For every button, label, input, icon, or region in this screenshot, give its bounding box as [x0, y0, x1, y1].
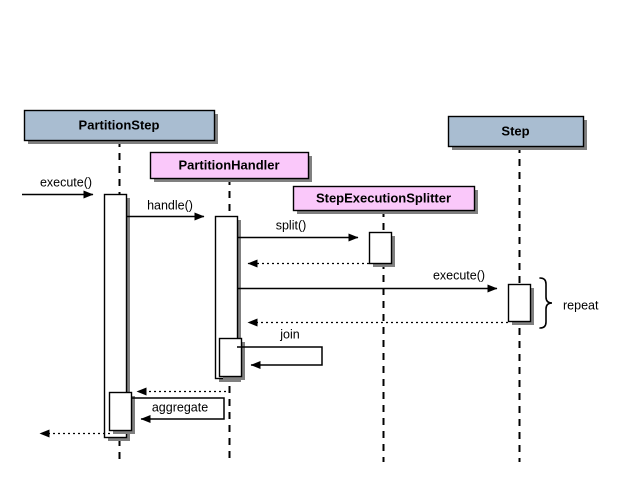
participant-label-partition-step: PartitionStep [79, 117, 160, 132]
activation-bar-act-aggregate-nested [108, 391, 133, 432]
participants-group: PartitionStepPartitionHandlerStepExecuti… [23, 109, 588, 215]
message-label-msg-execute-step: execute() [433, 268, 485, 282]
participant-box-step[interactable] [447, 115, 585, 148]
activation-bar-act-join-nested [218, 337, 243, 378]
participant-label-partition-handler: PartitionHandler [178, 157, 279, 172]
activation-bar-act-step [507, 283, 532, 323]
participant-partition-step[interactable]: PartitionStep [23, 109, 219, 145]
participant-step[interactable]: Step [447, 115, 588, 151]
participant-box-step-execution-splitter[interactable] [292, 185, 476, 212]
activation-bar-act-splitter [368, 231, 393, 265]
activation-bar-act-partition-step [103, 193, 128, 439]
message-label-msg-split: split() [276, 218, 307, 232]
activations-group [103, 193, 534, 441]
participant-box-partition-handler[interactable] [149, 151, 310, 180]
annotations-group: repeat [539, 277, 599, 329]
message-label-msg-handle: handle() [147, 198, 193, 212]
participant-label-step-execution-splitter: StepExecutionSplitter [316, 190, 451, 205]
message-label-msg-aggregate: aggregate [152, 400, 208, 414]
brace-repeat-note [539, 277, 553, 329]
participant-step-execution-splitter[interactable]: StepExecutionSplitter [292, 185, 479, 215]
message-msg-aggregate [131, 397, 225, 423]
participant-box-partition-step[interactable] [23, 109, 216, 142]
participant-partition-handler[interactable]: PartitionHandler [149, 151, 313, 183]
message-label-msg-join: join [279, 327, 300, 341]
annotation-label-repeat-note: repeat [563, 298, 599, 312]
participant-label-step: Step [501, 123, 529, 138]
message-label-msg-execute-in: execute() [40, 175, 92, 189]
messages-group: execute() handle() split() execute() join agg… [22, 175, 508, 438]
message-msg-join [237, 346, 323, 369]
